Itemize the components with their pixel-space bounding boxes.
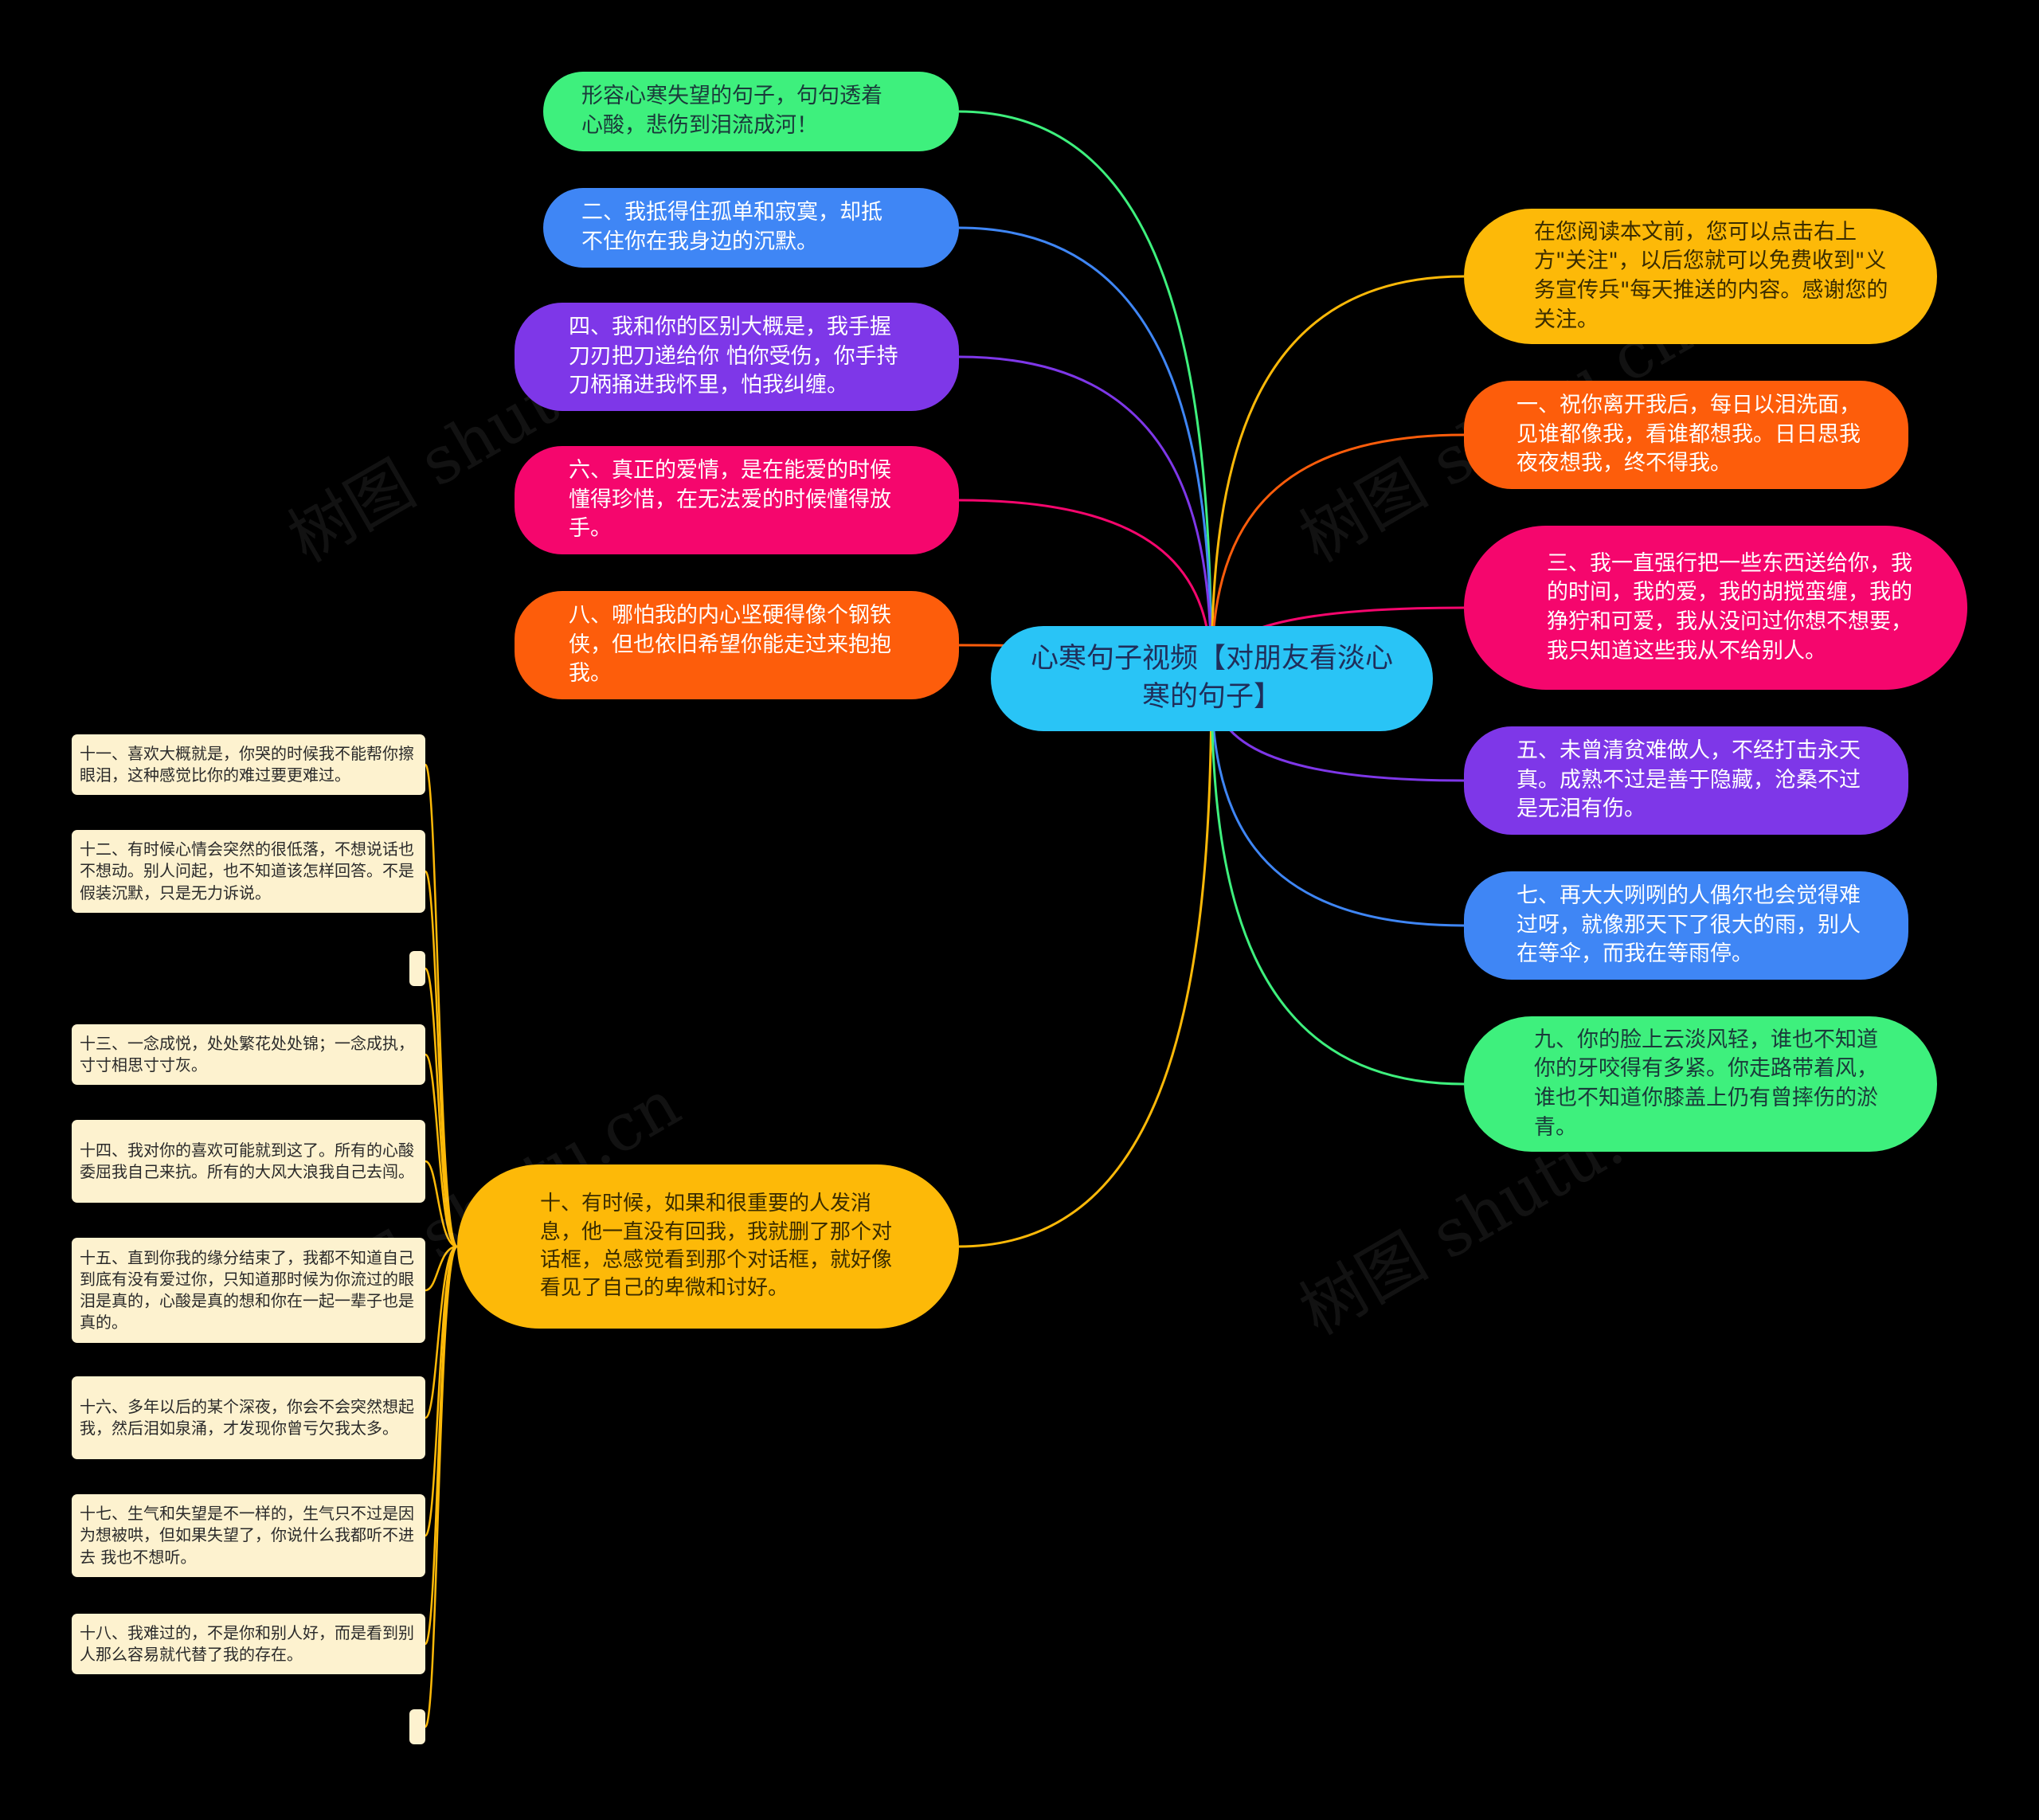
branch-node-right-6[interactable]: 九、你的脸上云淡风轻，谁也不知道你的牙咬得有多紧。你走路带着风，谁也不知道你膝盖…	[1464, 1016, 1937, 1152]
leaf-node-6[interactable]: 十六、多年以后的某个深夜，你会不会突然想起我，然后泪如泉涌，才发现你曾亏欠我太多…	[72, 1376, 425, 1459]
connector-leaf-7	[424, 1245, 458, 1419]
leaf-node-7[interactable]: 十七、生气和失望是不一样的，生气只不过是因为想被哄，但如果失望了，你说什么我都听…	[72, 1494, 425, 1577]
connector-leaf-6	[425, 1245, 458, 1292]
connector-right-1	[1210, 275, 1465, 679]
root-topic[interactable]: 心寒句子视频【对朋友看淡心寒的句子】	[991, 626, 1433, 731]
connector-leaf-4	[424, 1053, 458, 1248]
branch-node-left-6[interactable]: 十、有时候，如果和很重要的人发消息，他一直没有回我，我就删了那个对话框，总感觉看…	[457, 1164, 959, 1329]
branch-node-left-5[interactable]: 八、哪怕我的内心坚硬得像个钢铁侠，但也依旧希望你能走过来抱抱我。	[515, 591, 959, 699]
empty-leaf-node[interactable]	[409, 951, 425, 986]
connector-leaf-5	[425, 1160, 458, 1248]
branch-node-right-1[interactable]: 在您阅读本文前，您可以点击右上方"关注"，以后您就可以免费收到"义务宣传兵"每天…	[1464, 209, 1937, 344]
leaf-node-1[interactable]: 十一、喜欢大概就是，你哭的时候我不能帮你擦眼泪，这种感觉比你的难过要更难过。	[72, 734, 425, 795]
connector-left-2	[958, 226, 1213, 679]
connector-leaf-10	[424, 1245, 459, 1728]
connector-left-6	[958, 678, 1213, 1248]
leaf-node-8[interactable]: 十八、我难过的，不是你和别人好，而是看到别人那么容易就代替了我的存在。	[72, 1614, 425, 1674]
connector-left-1	[958, 110, 1213, 679]
root-topic-label: 心寒句子视频【对朋友看淡心寒的句子】	[1030, 643, 1393, 713]
leaf-node-5[interactable]: 十五、直到你我的缘分结束了，我都不知道自己到底有没有爱过你，只知道那时候为你流过…	[72, 1238, 425, 1343]
empty-leaf-node[interactable]	[409, 1709, 425, 1744]
branch-node-right-5[interactable]: 七、再大大咧咧的人偶尔也会觉得难过呀，就像那天下了很大的雨，别人在等伞，而我在等…	[1464, 871, 1908, 980]
leaf-node-3[interactable]: 十三、一念成悦，处处繁花处处锦；一念成执，寸寸相思寸寸灰。	[72, 1024, 425, 1085]
connector-leaf-2	[424, 870, 459, 1248]
branch-node-left-4[interactable]: 六、真正的爱情，是在能爱的时候懂得珍惜，在无法爱的时候懂得放手。	[515, 446, 959, 554]
connector-left-3	[958, 355, 1213, 679]
branch-node-left-1[interactable]: 形容心寒失望的句子，句句透着心酸，悲伤到泪流成河！	[543, 72, 959, 151]
branch-node-right-3[interactable]: 三、我一直强行把一些东西送给你，我的时间，我的爱，我的胡搅蛮缠，我的狰狞和可爱，…	[1464, 526, 1967, 690]
leaf-node-2[interactable]: 十二、有时候心情会突然的很低落，不想说话也不想动。别人问起，也不知道该怎样回答。…	[72, 830, 425, 913]
branch-node-right-2[interactable]: 一、祝你离开我后，每日以泪洗面，见谁都像我，看谁都想我。日日思我 夜夜想我，终不…	[1464, 381, 1908, 489]
branch-node-left-2[interactable]: 二、我抵得住孤单和寂寞，却抵不住你在我身边的沉默。	[543, 188, 959, 268]
connector-leaf-3	[424, 967, 458, 1248]
branch-node-right-4[interactable]: 五、未曾清贫难做人，不经打击永天真。成熟不过是善于隐藏，沧桑不过是无泪有伤。	[1464, 726, 1908, 835]
leaf-node-4[interactable]: 十四、我对你的喜欢可能就到这了。所有的心酸委屈我自己来抗。所有的大风大浪我自己去…	[72, 1120, 425, 1203]
branch-node-left-3[interactable]: 四、我和你的区别大概是，我手握刀刃把刀递给你 怕你受伤，你手持刀柄捅进我怀里，怕…	[515, 303, 959, 411]
connector-right-6	[1210, 678, 1465, 1086]
